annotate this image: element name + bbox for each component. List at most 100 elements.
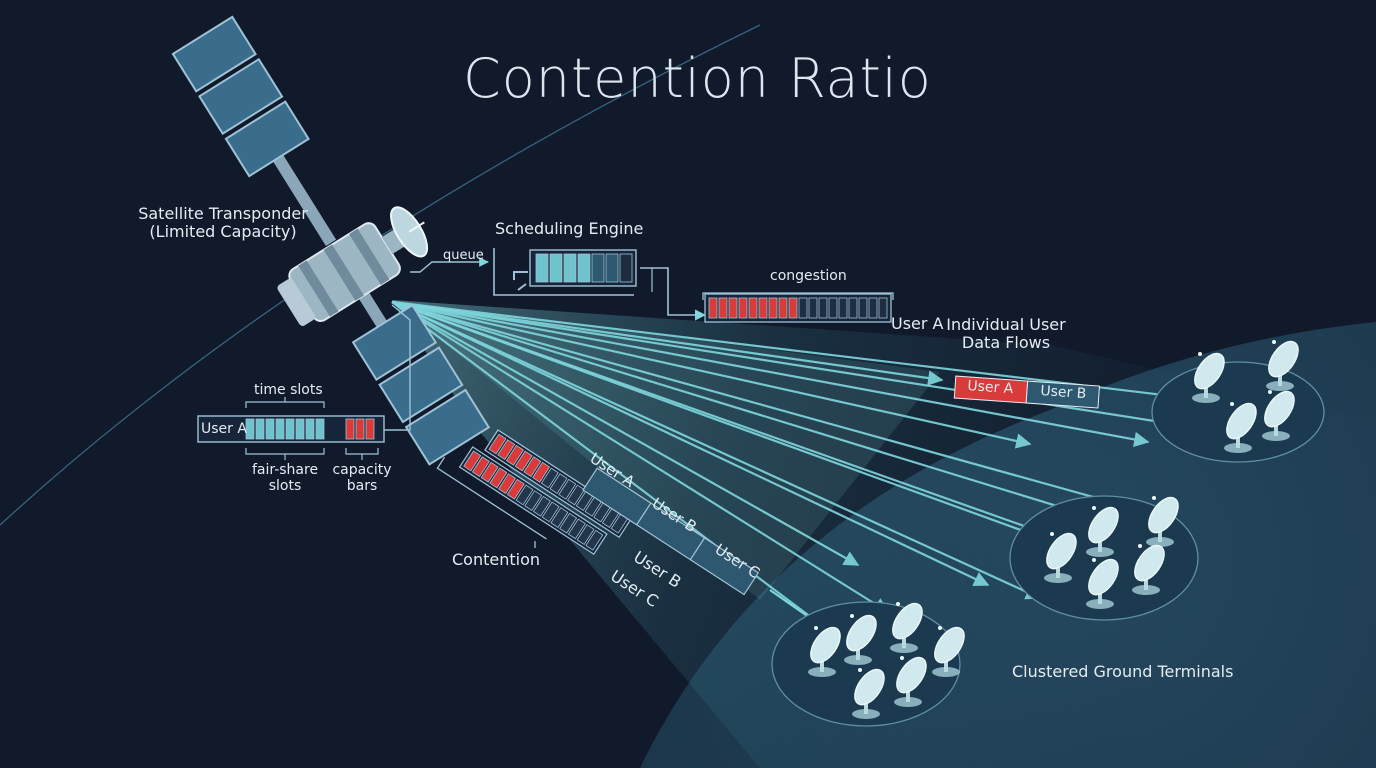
dish-icon [1086,506,1119,557]
congestion-slot [748,297,758,319]
dish-icon [1266,340,1299,391]
dish-icon [1262,390,1295,441]
dish-icon [1224,402,1257,453]
fair-share-slot [255,418,265,440]
congestion-label: congestion [770,268,847,284]
flows-title-line2: Data Flows [961,333,1051,353]
contention-queue-slot [558,478,577,500]
contention-queue-slot [480,461,499,483]
contention-queue-slot [550,507,569,528]
capacity-slot [355,418,365,440]
time-slots-row-label: User A [201,421,247,437]
queue-arrow [410,257,489,273]
contention-queue-slot [567,518,586,540]
dish-icon [852,668,885,719]
congestion-slot [858,297,868,319]
beam-arrow [391,301,990,587]
flows-title: Individual User Data Flows [936,315,1076,353]
flows-title-line1: Individual User [946,315,1066,334]
scheduling-engine-title: Scheduling Engine [495,219,644,238]
contention-queue-slot [540,467,559,489]
fair-share-slot [285,418,295,440]
beam-arrow [391,300,944,386]
dish-icon [808,626,841,677]
scheduler-slot [577,253,591,283]
dish-icon [844,614,877,665]
contention-queue-slot [514,450,533,472]
contention-group [436,429,760,596]
ground-clusters [771,340,1325,727]
time-slots-panel [197,304,411,460]
scheduler-slot [563,253,577,283]
contention-queue-slot [498,473,517,494]
fair-share-slot [295,418,305,440]
scheduler-slot [591,253,605,283]
dish-icon [1192,352,1225,403]
solar-panel-upper [171,15,337,247]
fair-share-line1: fair-share [251,462,319,478]
contention-queue-slot [471,456,490,477]
beam-arrow [391,300,1122,563]
congestion-user-label: User A [891,314,944,333]
contention-queue-slot [541,501,560,523]
contention-queue-slot [515,484,534,506]
contention-queue-slot [488,433,507,455]
fair-share-slot [315,418,325,440]
congestion-slot [808,297,818,319]
congestion-slot [708,297,718,319]
time-slots-label: time slots [254,382,323,398]
dish-icon [894,656,927,707]
dish-icon [1044,532,1077,583]
contention-queue-slot [576,524,595,545]
capacity-slot [365,418,375,440]
congestion-slot [838,297,848,319]
flow-tags [953,375,1101,409]
beam-arrow [391,300,1190,404]
beam-arrow [391,301,860,566]
contention-queue-slot [532,495,551,517]
beam-arrows [391,300,1214,637]
capacity-line1: capacity [332,462,392,478]
dish-icon [890,602,923,653]
queue-label: queue [443,248,484,263]
congestion-slot [798,297,808,319]
contention-queue-slot [532,461,551,483]
fair-share-label: fair-share slots [245,462,325,494]
contention-queue-slot [497,439,516,461]
congestion-slot [818,297,828,319]
ground-terminals-label: Clustered Ground Terminals [1012,662,1234,681]
congestion-slot [848,297,858,319]
capacity-slot [345,418,355,440]
scheduler-slot [549,253,563,283]
contention-label: Contention [452,550,541,569]
contention-queue-slot [506,478,525,500]
flow-tag-user-b: User B [1039,383,1087,403]
congestion-slot [758,297,768,319]
dish-icon [1132,544,1165,595]
fair-share-line2: slots [268,478,302,495]
congestion-slot [788,297,798,319]
fair-share-slot [275,418,285,440]
fair-share-slot [245,418,255,440]
dish-icon [932,626,965,677]
congestion-slot [738,297,748,319]
dish-icon [1146,496,1179,547]
capacity-line2: bars [346,478,378,495]
beam-arrow [391,300,1150,448]
satellite-label-line1: Satellite Transponder [138,204,308,223]
congestion-slot [868,297,878,319]
congestion-bar [702,292,894,323]
beam-arrow [391,300,1042,600]
beam-core [392,300,940,600]
contention-queue-slot [505,444,524,466]
congestion-slot [728,297,738,319]
flow-tag-user-a: User A [966,378,1014,398]
contention-queue-slot [567,484,585,506]
page-title: Contention Ratio [463,47,932,110]
beam-arrow [391,300,1032,449]
beam-arrow [391,300,1098,522]
congestion-slot [878,297,888,319]
fair-share-slot [265,418,275,440]
solar-panel-lower [351,292,491,466]
